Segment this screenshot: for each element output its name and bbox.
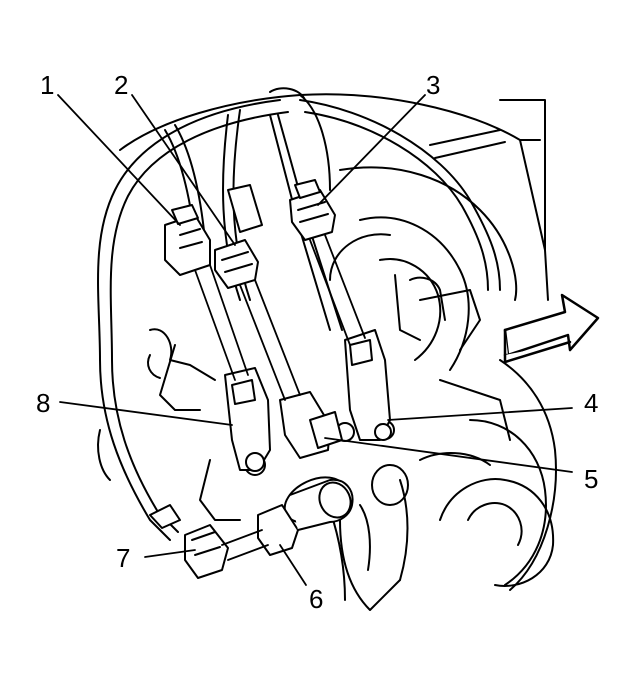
- leader-line-1: [57, 94, 181, 226]
- callout-8: 8: [36, 388, 51, 418]
- callout-1: 1: [40, 70, 55, 100]
- leader-line-5: [324, 437, 573, 473]
- leader-line-7: [144, 549, 196, 558]
- leader-line-3: [317, 94, 426, 206]
- leader-line-2: [131, 94, 236, 246]
- leader-line-6: [279, 544, 307, 586]
- callout-5: 5: [584, 464, 599, 494]
- leader-lines: [57, 94, 573, 586]
- connector-7: [149, 504, 229, 579]
- crank-sensor-6: [257, 478, 354, 556]
- leader-line-8: [59, 401, 233, 426]
- leader-line-4: [387, 407, 573, 421]
- knock-sensor-5: [279, 391, 343, 459]
- callout-6: 6: [309, 584, 324, 614]
- knock-sensor-8: [224, 367, 271, 472]
- connector-2: [214, 184, 263, 289]
- engine-block-outline: [97, 93, 557, 611]
- callout-3: 3: [426, 70, 441, 100]
- knock-sensor-4: [344, 329, 392, 441]
- forward-arrow-icon: [503, 293, 600, 364]
- callout-4: 4: [584, 388, 599, 418]
- callout-2: 2: [114, 70, 129, 100]
- callout-7: 7: [116, 543, 131, 573]
- connector-3: [289, 179, 336, 241]
